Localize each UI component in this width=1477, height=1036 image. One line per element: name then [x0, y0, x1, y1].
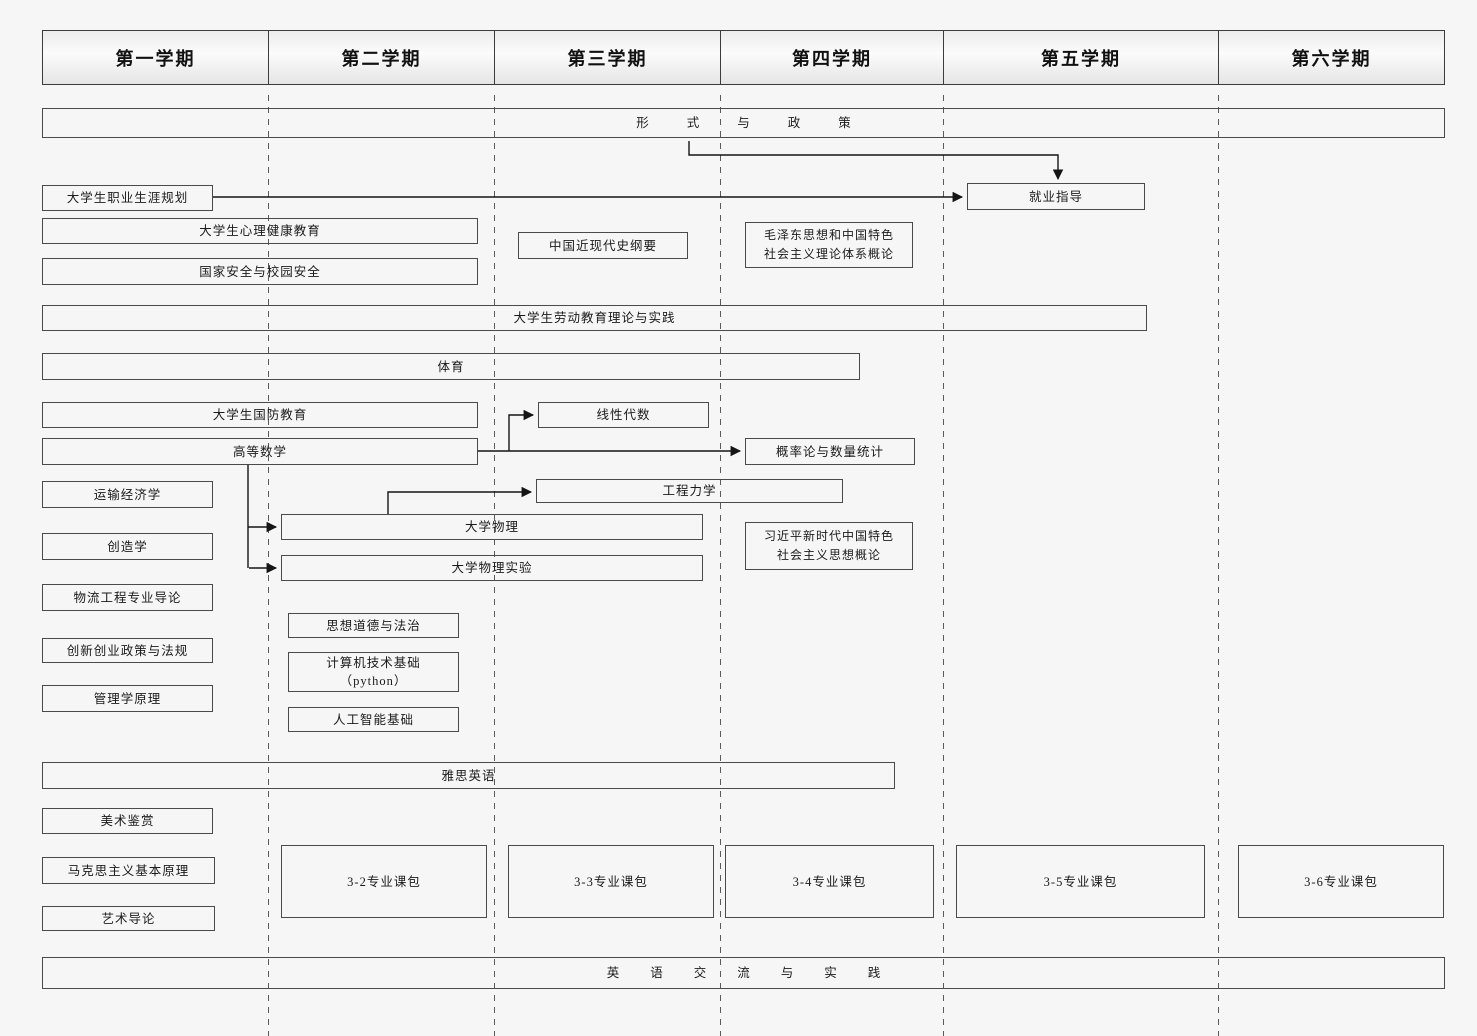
semester-header-5: 第五学期 — [943, 30, 1219, 85]
semester-header-6: 第六学期 — [1218, 30, 1445, 85]
course-box-yingyu-jiaoliu: 英语交流与实践 — [42, 957, 1445, 989]
course-box-gaodeng-shuxue: 高等数学 — [42, 438, 478, 465]
column-divider-5 — [1218, 95, 1219, 1036]
course-box-gongcheng-lixue: 工程力学 — [536, 479, 843, 503]
course-box-jindaishi: 中国近现代史纲要 — [518, 232, 688, 259]
course-box-yunshu-jingjixue: 运输经济学 — [42, 481, 213, 508]
column-divider-2 — [494, 95, 495, 1036]
course-box-makesi: 马克思主义基本原理 — [42, 857, 215, 884]
semester-header-4: 第四学期 — [720, 30, 944, 85]
course-label-line2: 社会主义理论体系概论 — [763, 247, 894, 261]
semester-header-1: 第一学期 — [42, 30, 269, 85]
course-box-guojia-anquan: 国家安全与校园安全 — [42, 258, 478, 285]
course-box-jisuanji: 计算机技术基础 （python） — [288, 652, 459, 692]
course-box-xingshi-zhengce: 形式与政策 — [42, 108, 1445, 138]
course-box-chuangzaoxue: 创造学 — [42, 533, 213, 560]
course-box-wuliu-daolun: 物流工程专业导论 — [42, 584, 213, 611]
edge-xingshi-to-jiuye — [688, 141, 1064, 181]
course-box-pack-3-5: 3-5专业课包 — [956, 845, 1205, 918]
course-box-xinli-jiankang: 大学生心理健康教育 — [42, 218, 478, 244]
semester-header-2: 第二学期 — [268, 30, 495, 85]
course-box-maozedong: 毛泽东思想和中国特色 社会主义理论体系概论 — [745, 222, 913, 268]
course-box-guofang-jiaoyu: 大学生国防教育 — [42, 402, 478, 428]
course-box-gailvlun: 概率论与数量统计 — [745, 438, 915, 465]
course-label-line1: 习近平新时代中国特色 — [763, 529, 894, 543]
column-divider-4 — [943, 95, 944, 1036]
course-label: 形式与政策 — [636, 116, 889, 130]
course-box-meishu-jianshang: 美术鉴赏 — [42, 808, 213, 834]
course-box-pack-3-6: 3-6专业课包 — [1238, 845, 1444, 918]
course-box-pack-3-4: 3-4专业课包 — [725, 845, 934, 918]
course-box-xianxing-daishu: 线性代数 — [538, 402, 709, 428]
course-box-laodong-jiaoyu: 大学生劳动教育理论与实践 — [42, 305, 1147, 331]
course-label-line1: 毛泽东思想和中国特色 — [763, 228, 894, 242]
course-box-xijinping: 习近平新时代中国特色 社会主义思想概论 — [745, 522, 913, 570]
course-label-line2: 社会主义思想概论 — [776, 548, 881, 562]
course-box-rengong-zhineng: 人工智能基础 — [288, 707, 459, 732]
course-box-tiyu: 体育 — [42, 353, 860, 380]
course-label-line1: 计算机技术基础 — [326, 656, 421, 670]
course-box-jiuye-zhidao: 就业指导 — [967, 183, 1145, 210]
course-box-chuangxin-fagui: 创新创业政策与法规 — [42, 638, 213, 663]
column-divider-3 — [720, 95, 721, 1036]
course-box-guanlixue: 管理学原理 — [42, 685, 213, 712]
course-label-line2: （python） — [339, 674, 408, 688]
course-box-pack-3-2: 3-2专业课包 — [281, 845, 487, 918]
course-box-sixiang-daode: 思想道德与法治 — [288, 613, 459, 638]
course-box-daxue-wuli: 大学物理 — [281, 514, 703, 540]
course-box-zhiye-shengya: 大学生职业生涯规划 — [42, 185, 213, 211]
edge-gaoshu-to-xiandai — [508, 409, 535, 451]
edge-daxuewuli-to-gongchenglixue — [387, 486, 533, 514]
course-box-yishu-daolun: 艺术导论 — [42, 906, 215, 931]
course-label: 英语交流与实践 — [606, 966, 912, 980]
semester-header-3: 第三学期 — [494, 30, 721, 85]
course-box-pack-3-3: 3-3专业课包 — [508, 845, 714, 918]
course-box-daxue-wuli-shiyan: 大学物理实验 — [281, 555, 703, 581]
course-box-yasi-yingyu: 雅思英语 — [42, 762, 895, 789]
